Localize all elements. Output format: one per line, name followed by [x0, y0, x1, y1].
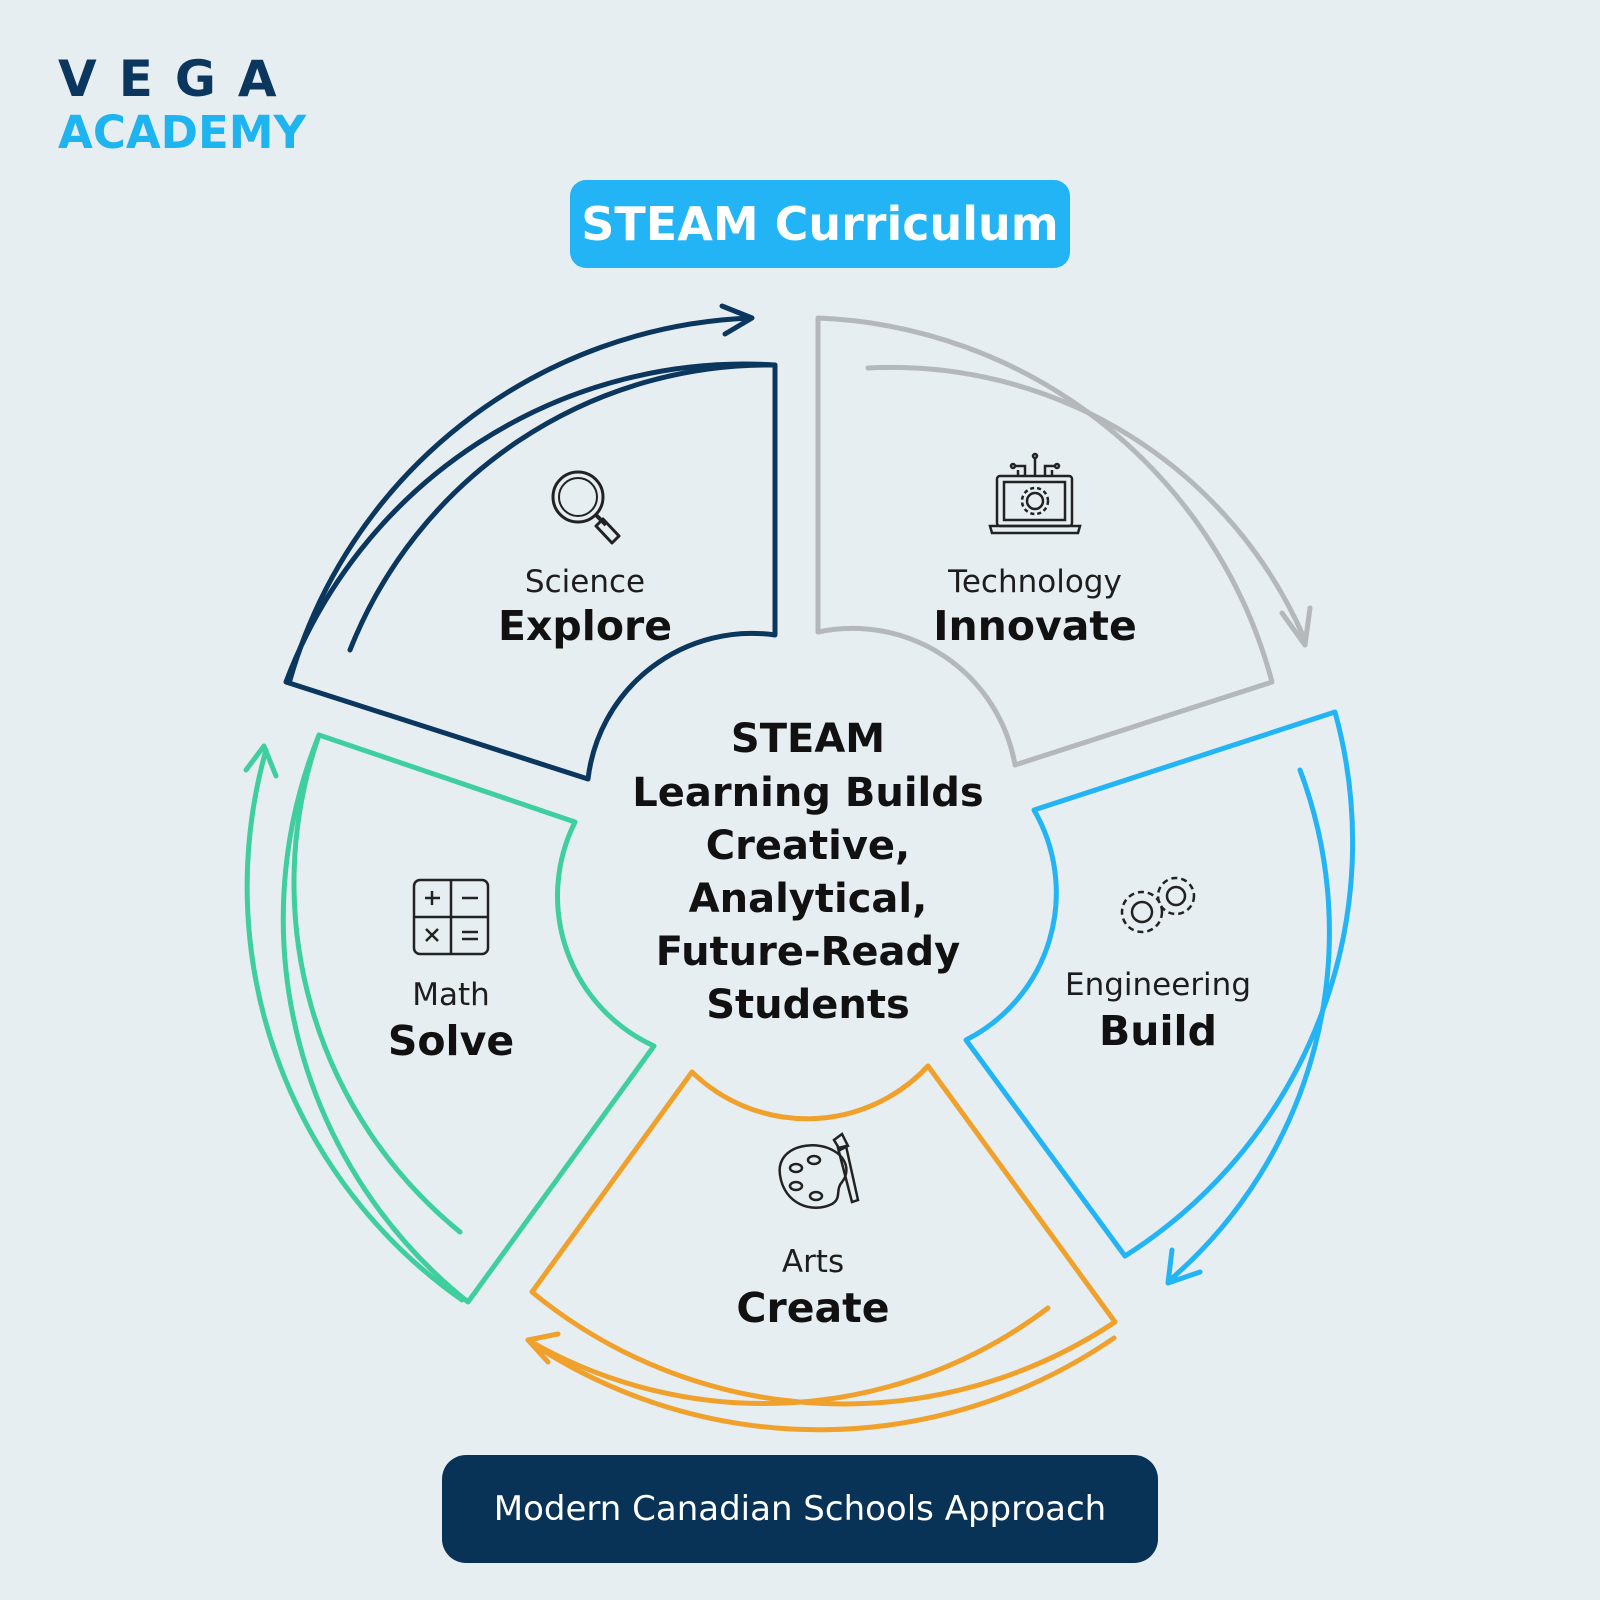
math-cycle-arrow — [244, 747, 465, 1303]
math-arrowhead — [243, 743, 279, 779]
segment-math — [243, 732, 657, 1305]
arts-cycle-arrow — [530, 1335, 1117, 1433]
center-line: Future-Ready — [656, 929, 961, 975]
technology-action: Innovate — [933, 602, 1137, 650]
laptop-gear-icon — [988, 452, 1082, 535]
arts-inner-arc — [525, 1305, 1051, 1407]
technology-cycle-arrow — [865, 364, 1308, 643]
science-inner-arc — [347, 362, 778, 653]
arts-subject: Arts — [782, 1244, 844, 1280]
center-line: Analytical, — [689, 876, 928, 922]
palette-icon — [778, 1132, 860, 1209]
arts-arrowhead — [525, 1331, 561, 1365]
science-subject: Science — [525, 564, 645, 600]
science-cycle-arrow — [287, 315, 753, 683]
science-arrowhead — [719, 303, 755, 337]
segment-arts — [525, 1063, 1118, 1433]
technology-subject: Technology — [947, 564, 1122, 600]
science-action: Explore — [498, 602, 672, 650]
engineering-action: Build — [1099, 1007, 1217, 1055]
footer-badge: Modern Canadian Schools Approach — [442, 1455, 1158, 1563]
arts-action: Create — [736, 1284, 889, 1332]
engineering-cycle-arrow — [1167, 767, 1332, 1283]
title-badge: STEAM Curriculum — [570, 180, 1070, 268]
math-action: Solve — [388, 1017, 514, 1065]
segment-science — [283, 303, 778, 782]
technology-arrowhead — [1279, 605, 1313, 648]
center-line: Creative, — [706, 823, 910, 869]
logo-academy: ACADEMY — [58, 106, 307, 159]
logo-vega: VEGA — [58, 50, 299, 108]
magnifier-icon — [551, 470, 621, 545]
center-line: Students — [706, 982, 910, 1028]
math-subject: Math — [412, 977, 490, 1013]
center-line: STEAM — [731, 716, 885, 762]
math-inner-arc — [291, 732, 463, 1235]
gears-icon — [1120, 876, 1196, 934]
engineering-subject: Engineering — [1065, 967, 1251, 1003]
engineering-arrowhead — [1165, 1247, 1203, 1286]
calculator-icon — [412, 878, 490, 956]
segment-technology — [815, 315, 1313, 768]
center-line: Learning Builds — [632, 770, 983, 816]
segment-engineering — [963, 709, 1356, 1286]
vega-academy-logo: VEGA ACADEMY — [58, 52, 318, 158]
center-statement: STEAM Learning Builds Creative, Analytic… — [632, 716, 983, 1028]
